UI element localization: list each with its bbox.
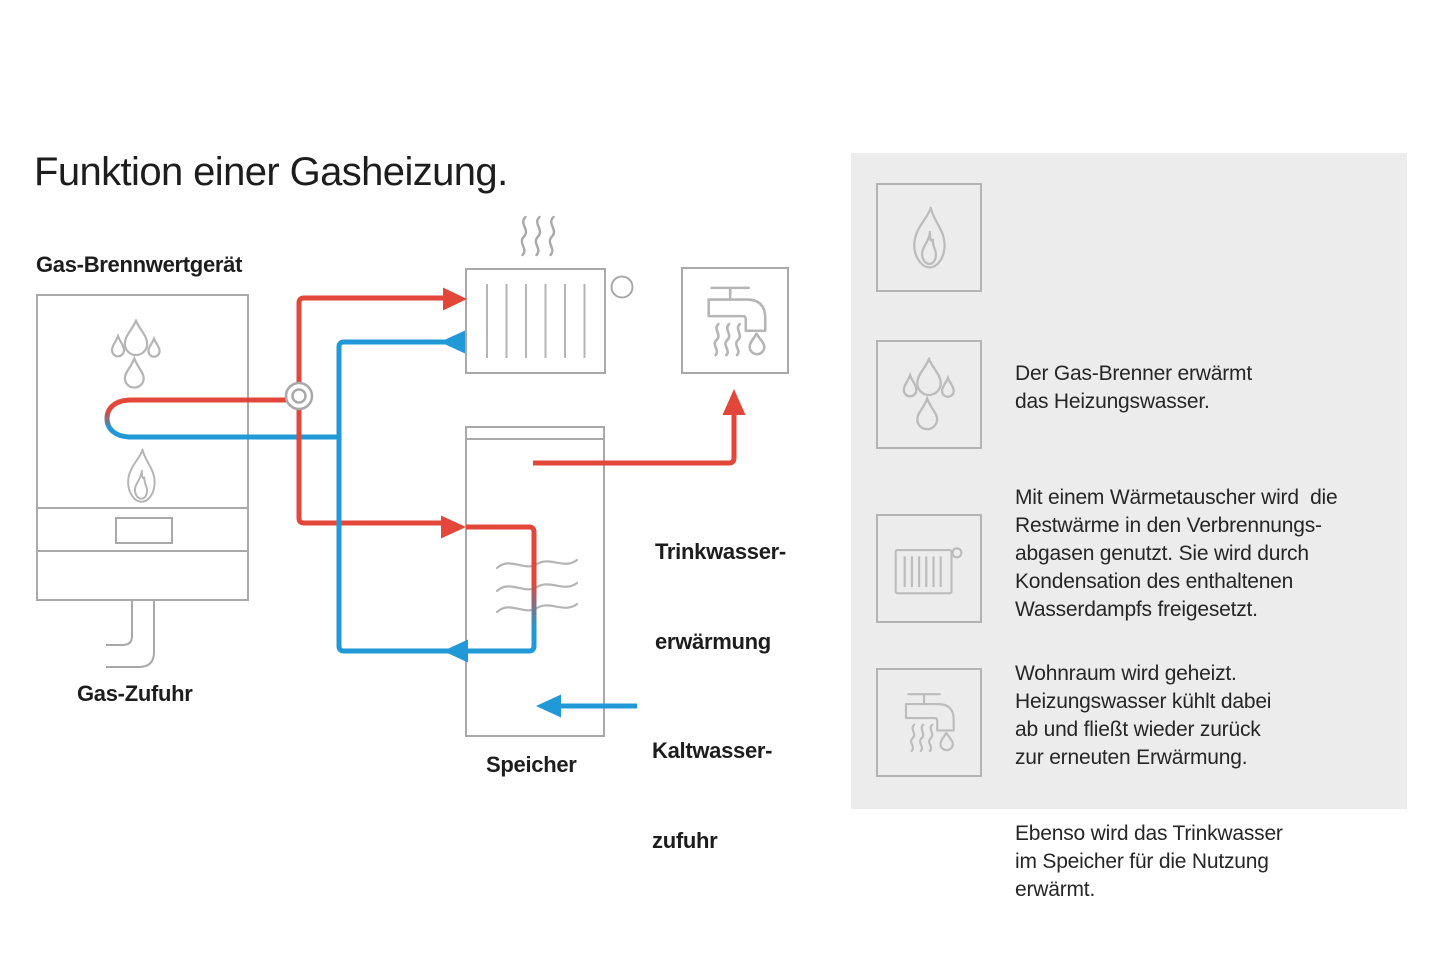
legend-line: Wohnraum wird geheizt. bbox=[1015, 662, 1237, 685]
page-title: Funktion einer Gasheizung. bbox=[34, 150, 508, 194]
boiler-heat-exchanger-loop bbox=[104, 397, 339, 440]
arrow-return-from-radiator bbox=[440, 330, 465, 354]
legend-item-heat-exchanger: Mit einem Wärmetauscher wird die Restwär… bbox=[1015, 484, 1338, 624]
arrow-supply-to-tank bbox=[441, 515, 466, 539]
arrow-supply-to-radiator bbox=[443, 287, 467, 311]
boiler-label: Gas-Brennwertgerät bbox=[36, 252, 243, 277]
dhw-outlet-pipe bbox=[533, 414, 737, 466]
storage-label: Speicher bbox=[486, 752, 577, 777]
legend-icon-box-burner bbox=[876, 183, 982, 292]
legend-line: Mit einem Wärmetauscher wird die bbox=[1015, 486, 1338, 509]
water-drops-icon bbox=[902, 357, 955, 430]
flame-icon bbox=[913, 206, 946, 269]
tank-coil-pipe bbox=[444, 524, 537, 654]
legend-line: zur erneuten Erwärmung. bbox=[1015, 746, 1248, 769]
boiler-box bbox=[36, 294, 249, 601]
legend-item-burner: Der Gas-Brenner erwärmt das Heizungswass… bbox=[1015, 360, 1252, 416]
legend-line: das Heizungswasser. bbox=[1015, 390, 1210, 413]
radiator-heat-waves bbox=[520, 215, 556, 257]
legend-line: im Speicher für die Nutzung bbox=[1015, 850, 1269, 873]
legend-line: Heizungswasser kühlt dabei bbox=[1015, 690, 1272, 713]
legend-line: Restwärme in den Verbrennungs- bbox=[1015, 514, 1322, 537]
legend-item-drinking-water: Ebenso wird das Trinkwasser im Speicher … bbox=[1015, 820, 1283, 904]
radiator bbox=[465, 268, 634, 374]
legend-icon-box-tap bbox=[876, 668, 982, 777]
gas-supply-pipe bbox=[106, 601, 155, 668]
cold-water-label-line1: Kaltwasser- bbox=[652, 738, 773, 763]
hot-supply-pipe bbox=[296, 295, 444, 526]
arrow-return-from-tank bbox=[443, 639, 468, 663]
dhw-label-line1: Trinkwasser- bbox=[655, 539, 786, 564]
arrow-cold-water-in bbox=[536, 694, 561, 718]
tap-icon bbox=[904, 692, 955, 752]
legend-panel: Der Gas-Brenner erwärmt das Heizungswass… bbox=[851, 153, 1407, 901]
radiator-icon bbox=[894, 546, 963, 594]
storage-tank bbox=[465, 426, 605, 737]
legend-item-heating: Wohnraum wird geheizt. Heizungswasser kü… bbox=[1015, 660, 1271, 772]
legend-line: Der Gas-Brenner erwärmt bbox=[1015, 362, 1252, 385]
legend-icon-box-radiator bbox=[876, 514, 982, 623]
radiator-valve-knob bbox=[610, 275, 634, 299]
cold-return-pipe bbox=[336, 339, 464, 654]
arrow-dhw-up bbox=[722, 389, 746, 415]
cold-water-label: Kaltwasser- zufuhr bbox=[652, 676, 773, 886]
cold-water-label-line2: zufuhr bbox=[652, 828, 718, 853]
tap-box bbox=[681, 267, 789, 374]
legend-line: Ebenso wird das Trinkwasser bbox=[1015, 822, 1283, 845]
boiler-display bbox=[115, 517, 173, 544]
pump-connector bbox=[284, 381, 314, 411]
dhw-label: Trinkwasser- erwärmung bbox=[655, 477, 786, 687]
legend-line: Kondensation des enthaltenen bbox=[1015, 570, 1294, 593]
dhw-label-line2: erwärmung bbox=[655, 629, 771, 654]
legend-line: ab und fließt wieder zurück bbox=[1015, 718, 1261, 741]
heating-diagram bbox=[36, 215, 789, 737]
gas-supply-label: Gas-Zufuhr bbox=[77, 681, 193, 706]
legend-line: Wasserdampfs freigesetzt. bbox=[1015, 598, 1258, 621]
legend-icon-box-condensation bbox=[876, 340, 982, 449]
legend-line: erwärmt. bbox=[1015, 878, 1096, 901]
legend-line: abgasen genutzt. Sie wird durch bbox=[1015, 542, 1309, 565]
